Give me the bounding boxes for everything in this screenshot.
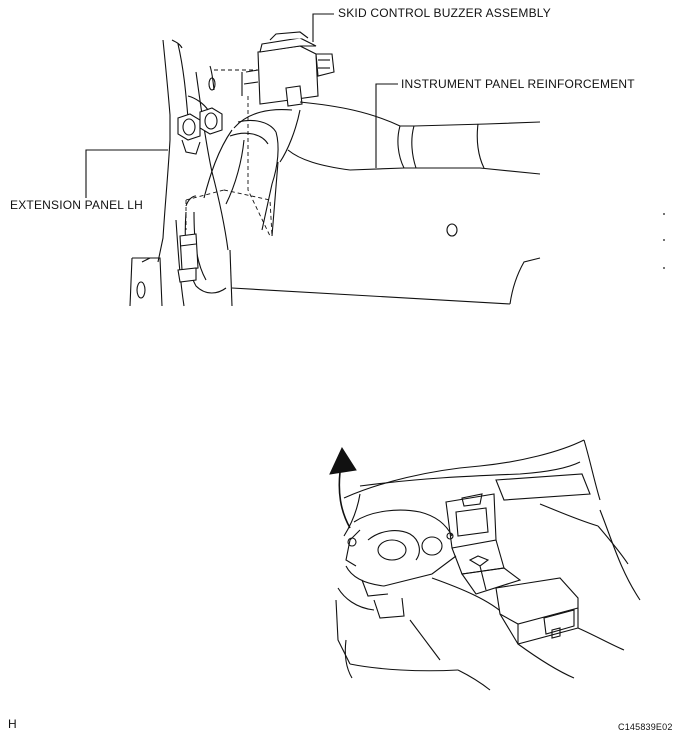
overview-view (329, 439, 641, 691)
callout-extension-panel: EXTENSION PANEL LH (10, 198, 143, 212)
removal-arrow (338, 471, 351, 529)
wire-harness (177, 195, 227, 294)
arrow-head (329, 446, 357, 475)
mounting-nuts (177, 77, 223, 155)
leader-lines (85, 13, 398, 198)
buzzer-assembly-shape (241, 31, 335, 107)
callout-skid-control-buzzer: SKID CONTROL BUZZER ASSEMBLY (338, 6, 551, 20)
detail-view (85, 13, 665, 307)
reinforcement-tube (203, 101, 541, 237)
footer-left-mark: H (8, 717, 17, 731)
dash-underside (231, 213, 665, 305)
figure-id: C145839E02 (618, 722, 673, 732)
extension-panel-shape (129, 39, 233, 307)
callout-instrument-panel-reinforcement: INSTRUMENT PANEL REINFORCEMENT (401, 77, 635, 91)
